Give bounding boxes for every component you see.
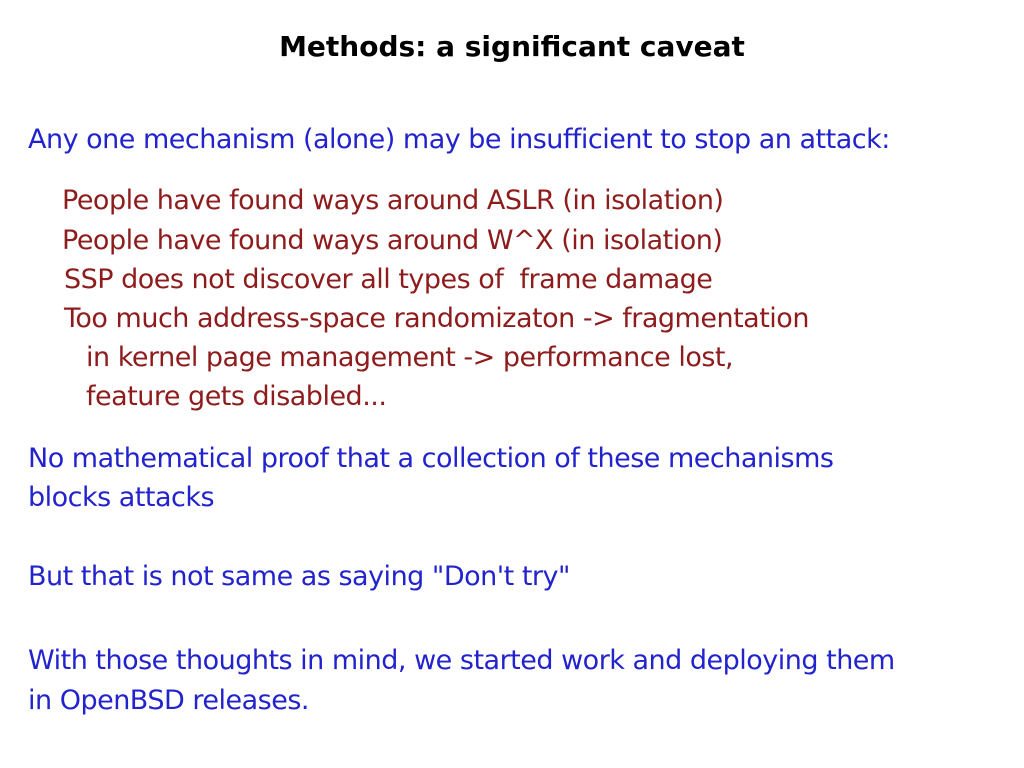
no-proof-statement-line-2: blocks attacks (28, 482, 215, 513)
intro-statement: Any one mechanism (alone) may be insuffi… (28, 124, 890, 155)
issue-wxorx: People have found ways around W^X (in is… (62, 225, 723, 256)
issue-feature-disabled: feature gets disabled... (86, 381, 387, 412)
dont-try-statement: But that is not same as saying "Don't tr… (28, 561, 570, 592)
issue-kernel-page-management: in kernel page management -> performance… (86, 342, 734, 373)
issue-ssp: SSP does not discover all types of frame… (64, 264, 713, 295)
issue-aslr: People have found ways around ASLR (in i… (62, 185, 724, 216)
deploy-statement-line-1: With those thoughts in mind, we started … (28, 645, 895, 676)
slide-title: Methods: a significant caveat (279, 30, 745, 63)
issue-randomization-fragmentation: Too much address-space randomizaton -> f… (64, 303, 809, 334)
deploy-statement-line-2: in OpenBSD releases. (28, 685, 309, 716)
no-proof-statement-line-1: No mathematical proof that a collection … (28, 443, 834, 474)
